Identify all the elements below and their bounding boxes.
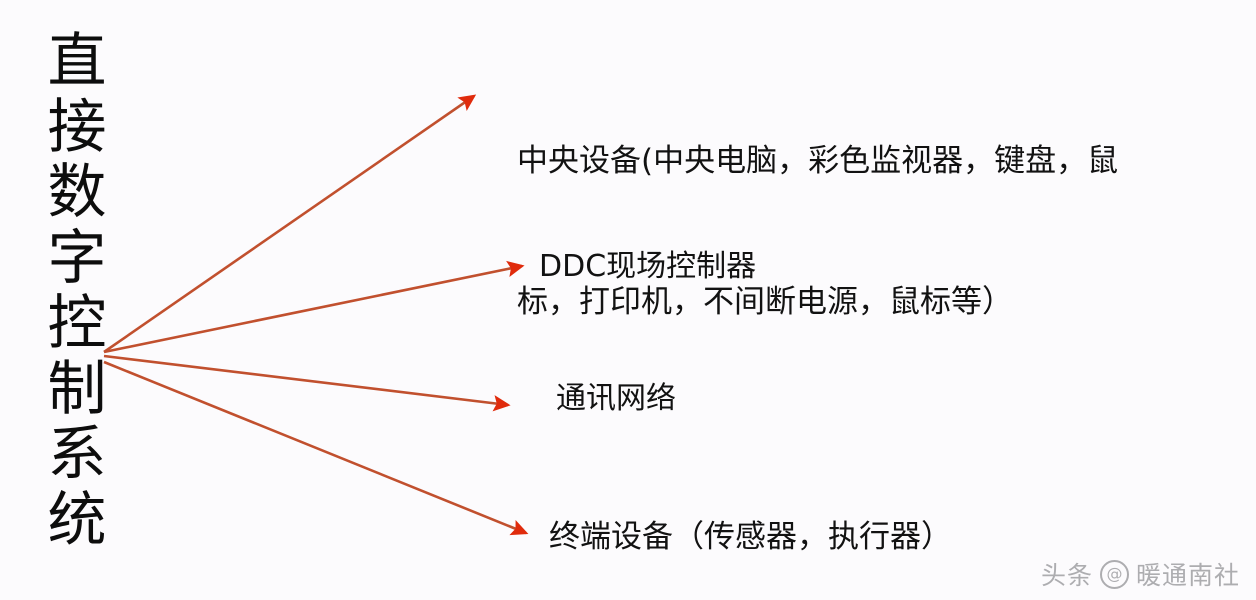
branch-label-ddc-field-controller: DDC现场控制器	[539, 249, 757, 284]
title-char-3: 数	[47, 157, 107, 226]
at-icon: @	[1099, 559, 1129, 589]
title-char-5: 控	[47, 288, 107, 357]
arrow-to-ddc-field-controller	[103, 260, 525, 354]
branch-label-terminal-equipment: 终端设备（传感器，执行器）	[549, 519, 952, 555]
branch-label-communication-network: 通讯网络	[556, 381, 676, 416]
branch-label-central-equipment-line2: 标，打印机，不间断电源，鼠标等）	[517, 284, 1013, 320]
title-char-7: 系	[47, 419, 107, 488]
title-char-6: 制	[47, 353, 107, 423]
page-title: 直 接 数 字 控 制 系 统	[40, 28, 114, 568]
watermark-brand: 头条	[1040, 561, 1093, 590]
arrow-to-communication-network	[103, 354, 511, 412]
title-char-8: 统	[47, 484, 107, 554]
branch-label-central-equipment-line1: 中央设备(中央电脑，彩色监视器，键盘，鼠	[517, 143, 1119, 179]
branch-label-central-equipment: 中央设备(中央电脑，彩色监视器，键盘，鼠 标，打印机，不间断电源，鼠标等）	[517, 44, 1241, 420]
title-char-2: 接	[47, 91, 107, 161]
watermark: 头条 @ 暖通南社	[1041, 556, 1240, 592]
watermark-account: 暖通南社	[1135, 561, 1240, 590]
title-char-4: 字	[47, 222, 107, 292]
title-char-1: 直	[47, 26, 107, 95]
arrow-to-central-equipment	[103, 94, 477, 354]
arrow-to-terminal-equipment	[103, 360, 529, 536]
